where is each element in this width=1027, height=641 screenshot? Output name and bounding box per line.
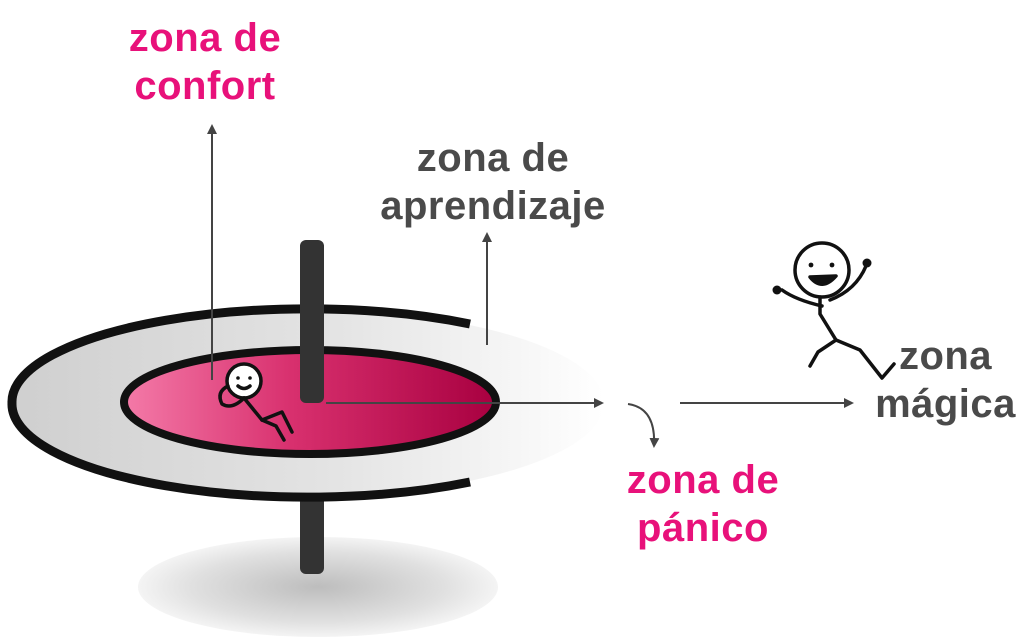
label-zona-magica: zona mágica (858, 332, 1027, 428)
label-zona-panico: zona de pánico (598, 456, 808, 552)
label-zona-magica-line2: mágica (875, 382, 1016, 426)
label-zona-confort-line1: zona de (128, 16, 282, 60)
label-zona-panico-line2: pánico (637, 506, 769, 550)
label-zona-aprendizaje-line2: aprendizaje (380, 184, 606, 228)
label-zona-magica-line1: zona (898, 334, 993, 378)
label-zona-aprendizaje: zona de aprendizaje (368, 134, 618, 230)
floor-shadow (138, 537, 498, 637)
relaxed-stick-figure-icon (218, 362, 294, 442)
label-zona-aprendizaje-line1: zona de (416, 136, 570, 180)
label-zona-panico-line1: zona de (626, 458, 780, 502)
pole-upper (300, 240, 324, 403)
arrow-to-panico (627, 403, 660, 448)
learning-zone-ring-edge (7, 304, 471, 502)
jumping-stick-figure-icon (772, 241, 896, 380)
label-zona-confort-line2: confort (134, 64, 276, 108)
label-zona-confort: zona de confort (105, 14, 305, 110)
